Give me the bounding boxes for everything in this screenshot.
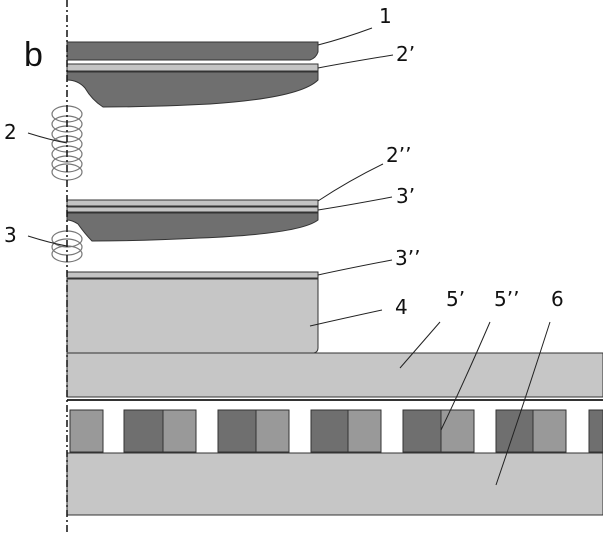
cell-dark — [588, 409, 603, 453]
substrate-6 — [66, 452, 603, 516]
cell-light — [255, 409, 290, 453]
layer-1 — [66, 41, 319, 61]
layer-2-wedge — [66, 71, 319, 108]
layer-3-wedge — [66, 212, 319, 242]
panel-label: b — [24, 36, 43, 74]
cell-light — [532, 409, 567, 453]
label-3: 3 — [4, 223, 17, 247]
cell-light — [162, 409, 197, 453]
leader-lines — [27, 27, 551, 486]
label-5-prime: 5’ — [446, 287, 465, 311]
layer-3-double-prime — [66, 271, 319, 279]
layer-3-prime — [66, 206, 319, 213]
layer-5-prime-slab — [66, 352, 603, 398]
label-5-double-prime: 5’’ — [494, 287, 519, 311]
label-6: 6 — [551, 287, 564, 311]
cell-row — [69, 409, 603, 453]
layer-2-double-prime — [66, 199, 319, 207]
label-3-double-prime: 3’’ — [395, 246, 420, 270]
label-2-prime: 2’ — [396, 42, 415, 66]
layer-2-prime — [66, 63, 319, 72]
cell-dark — [123, 409, 164, 453]
label-2-double-prime: 2’’ — [386, 143, 411, 167]
cell-light — [440, 409, 475, 453]
label-1: 1 — [379, 4, 392, 28]
block-4 — [66, 278, 319, 354]
cell-light — [347, 409, 382, 453]
cell-dark — [310, 409, 349, 453]
cell-dark — [402, 409, 442, 453]
cell-dark — [217, 409, 257, 453]
cell-light — [69, 409, 104, 453]
label-4: 4 — [395, 295, 408, 319]
label-3-prime: 3’ — [396, 184, 415, 208]
label-2: 2 — [4, 120, 17, 144]
